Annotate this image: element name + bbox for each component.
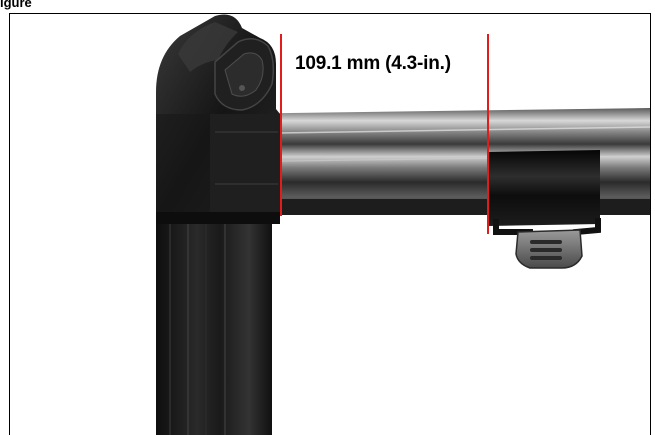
measurement-label: 109.1 mm (4.3-in.) bbox=[295, 53, 451, 74]
figure-label: igure bbox=[0, 0, 32, 10]
rail-clamp bbox=[488, 150, 601, 269]
figure-frame bbox=[9, 13, 651, 435]
frame-illustration bbox=[156, 14, 650, 435]
corner-connector bbox=[156, 14, 280, 224]
vertical-post bbox=[156, 222, 272, 435]
